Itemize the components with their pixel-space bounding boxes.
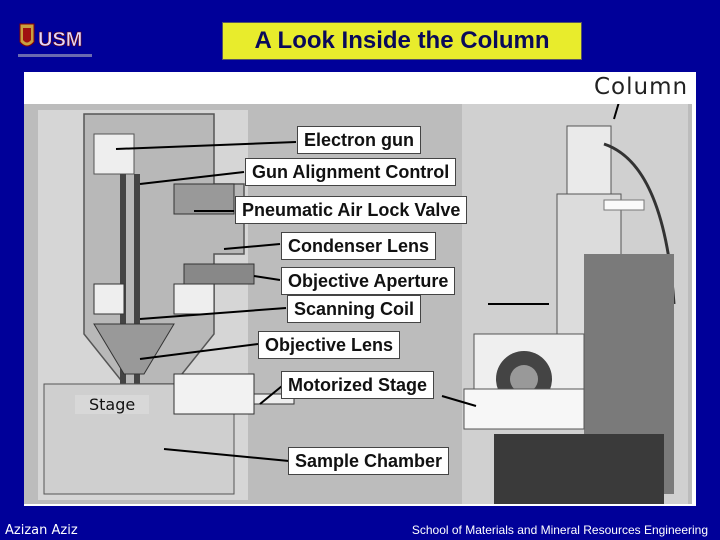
- callout-gun-alignment-control: Gun Alignment Control: [245, 158, 457, 186]
- callout-objective-lens: Objective Lens: [258, 331, 401, 359]
- callout-condenser-lens: Condenser Lens: [281, 232, 437, 260]
- footer-author: Azizan Aziz: [5, 523, 78, 538]
- slide-title: A Look Inside the Column: [222, 22, 582, 60]
- footer-school: School of Materials and Mineral Resource…: [411, 523, 708, 537]
- university-logo: USM: [14, 20, 96, 64]
- callout-pneumatic-air-lock-valve: Pneumatic Air Lock Valve: [235, 196, 468, 224]
- callout-motorized-stage: Motorized Stage: [281, 371, 435, 399]
- svg-text:USM: USM: [38, 29, 82, 51]
- sem-column-figure: Column: [24, 72, 696, 506]
- callout-objective-aperture: Objective Aperture: [281, 267, 456, 295]
- column-illustration: [38, 101, 688, 504]
- callout-sample-chamber: Sample Chamber: [288, 447, 450, 475]
- stage-label: Stage: [75, 395, 150, 414]
- column-label: Column: [594, 74, 689, 100]
- callout-electron-gun: Electron gun: [297, 126, 422, 154]
- callout-scanning-coil: Scanning Coil: [287, 295, 422, 323]
